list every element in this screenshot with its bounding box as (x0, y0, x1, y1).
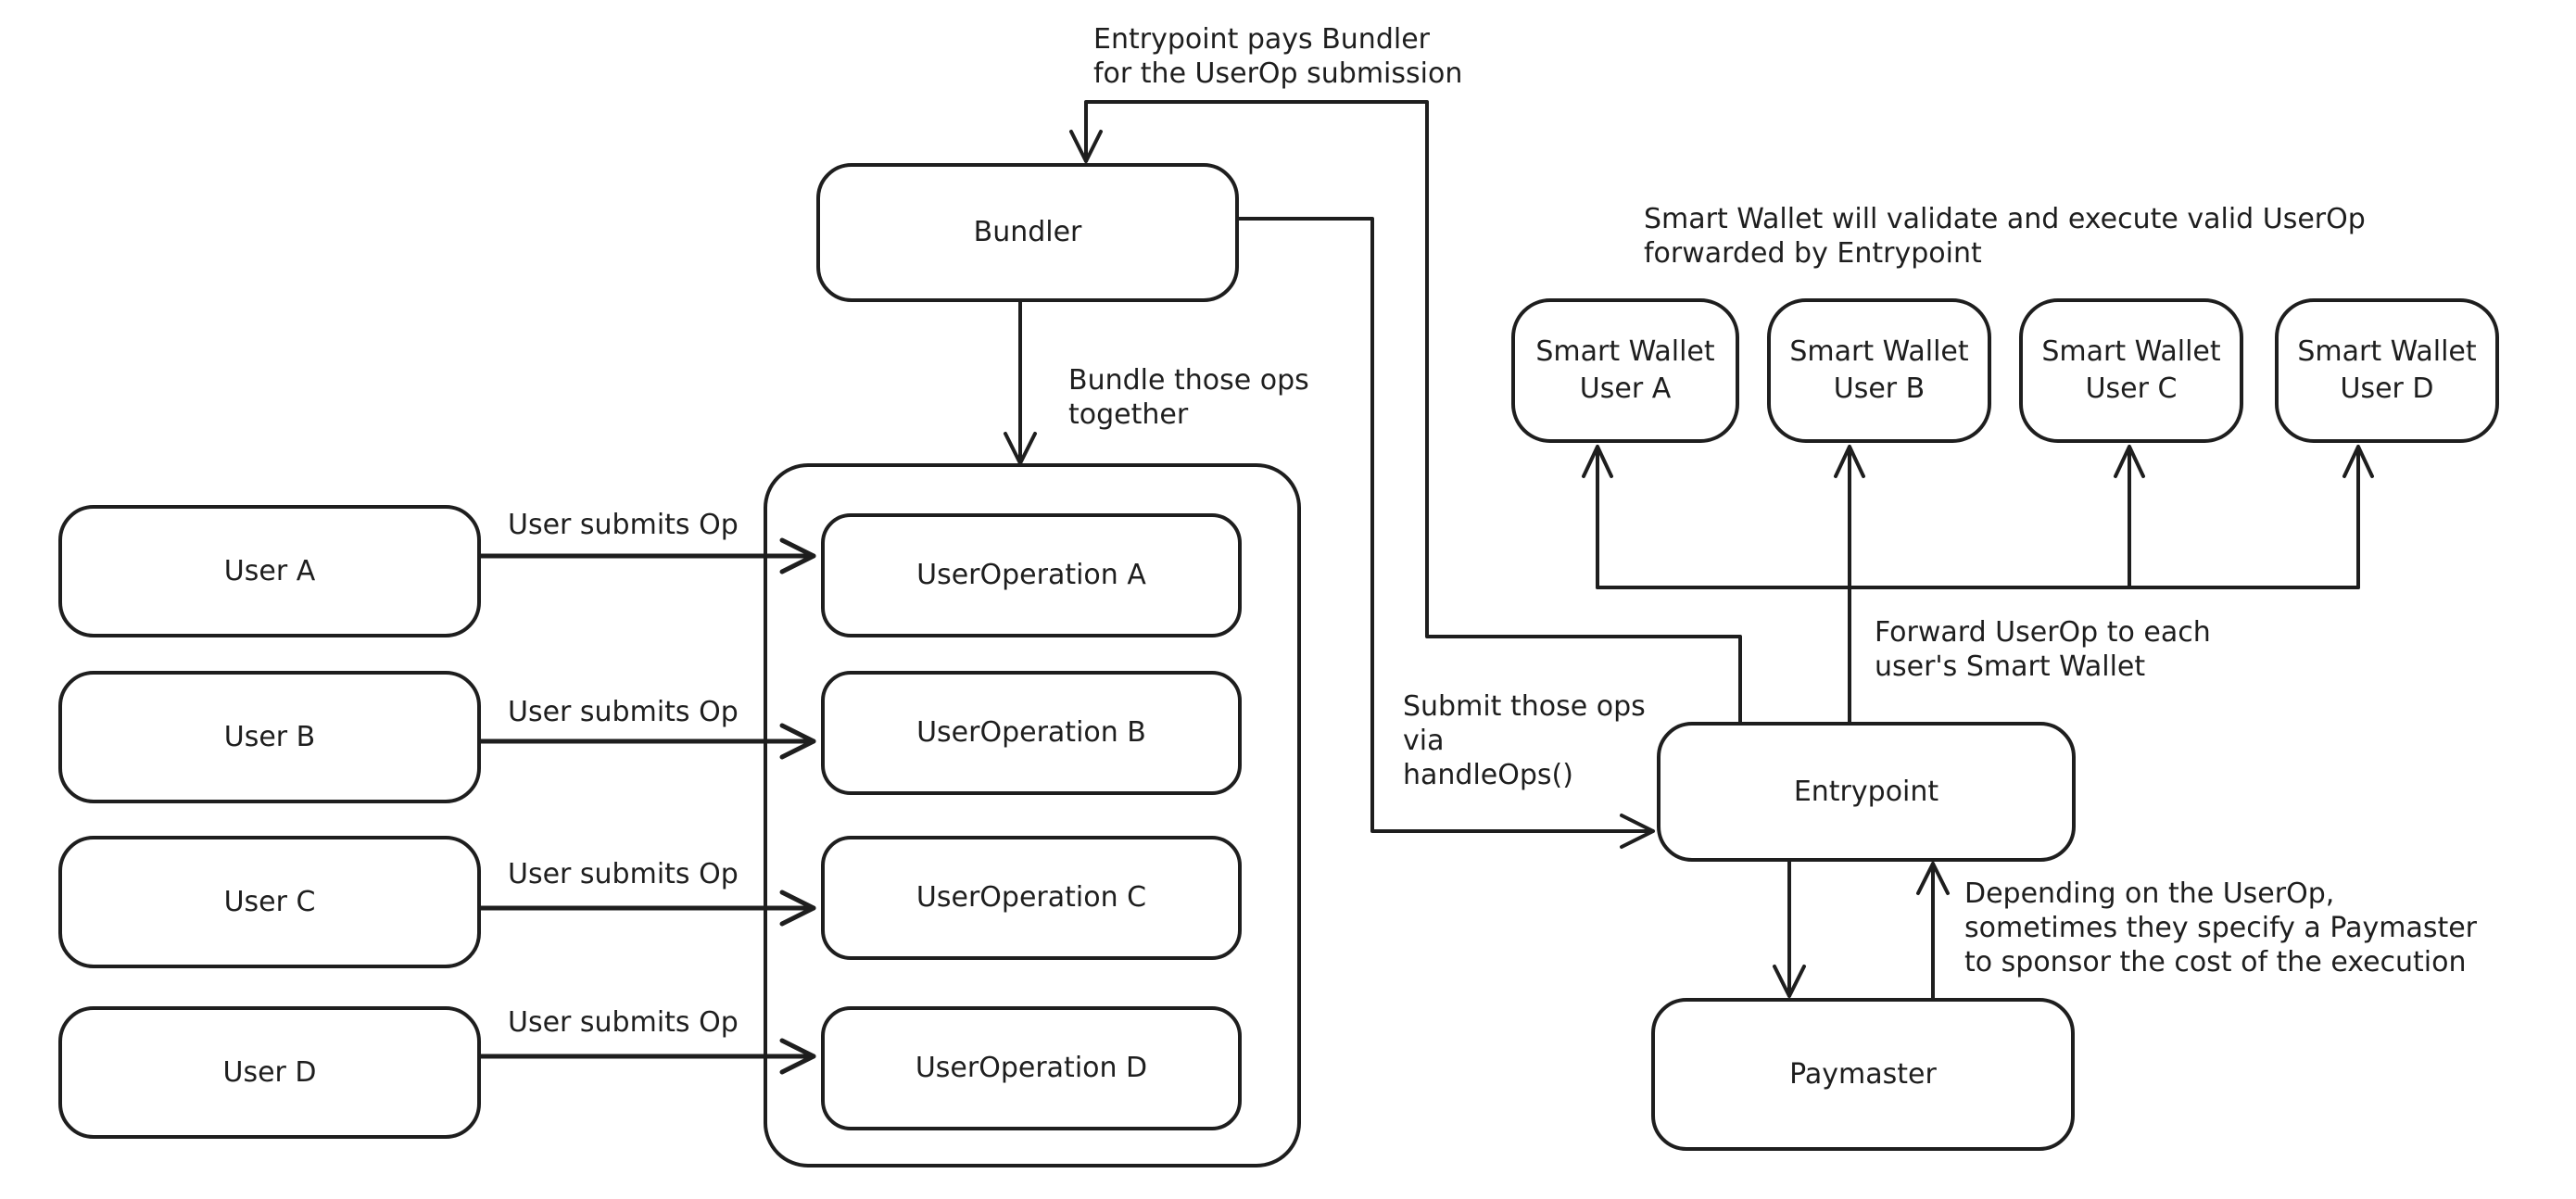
node-paymaster[interactable]: Paymaster (1651, 998, 2075, 1151)
node-useroperation-c[interactable]: UserOperation C (821, 836, 1242, 960)
node-user-b[interactable]: User B (58, 671, 481, 803)
annotation-smart-wallet-heading: Smart Wallet will validate and execute v… (1644, 203, 2366, 270)
node-smart-wallet-c[interactable]: Smart Wallet User C (2019, 298, 2243, 443)
node-useroperation-c-label: UserOperation C (915, 881, 1147, 914)
node-useroperation-a[interactable]: UserOperation A (821, 513, 1242, 637)
node-useroperation-d-label: UserOperation D (915, 1052, 1148, 1084)
node-smart-wallet-a[interactable]: Smart Wallet User A (1511, 298, 1739, 443)
node-user-c[interactable]: User C (58, 836, 481, 968)
node-user-c-label: User C (223, 885, 316, 918)
annotation-paymaster-note: Depending on the UserOp, sometimes they … (1964, 877, 2478, 978)
node-paymaster-label: Paymaster (1789, 1057, 1937, 1091)
node-entrypoint-label: Entrypoint (1793, 775, 1939, 808)
node-useroperation-b[interactable]: UserOperation B (821, 671, 1242, 795)
annotation-user-submits-op-b: User submits Op (508, 696, 739, 728)
node-user-a[interactable]: User A (58, 505, 481, 637)
node-useroperation-a-label: UserOperation A (916, 559, 1146, 591)
node-smart-wallet-a-label: Smart Wallet User A (1535, 335, 1715, 405)
node-entrypoint[interactable]: Entrypoint (1657, 722, 2076, 862)
node-user-b-label: User B (223, 720, 316, 753)
node-useroperation-d[interactable]: UserOperation D (821, 1006, 1242, 1130)
annotation-submit-via-handleops: Submit those ops via handleOps() (1403, 690, 1646, 791)
arrow-entrypoint-to-paymaster (1773, 860, 1806, 998)
annotation-bundle-those-ops: Bundle those ops together (1068, 364, 1309, 431)
node-user-a-label: User A (223, 554, 316, 587)
arrow-bundler-to-container (1004, 300, 1037, 465)
arrow-paymaster-to-entrypoint (1916, 862, 1950, 1000)
annotation-user-submits-op-c: User submits Op (508, 858, 739, 890)
node-user-d[interactable]: User D (58, 1006, 481, 1139)
node-useroperation-b-label: UserOperation B (916, 716, 1146, 749)
node-smart-wallet-b-label: Smart Wallet User B (1789, 335, 1969, 405)
annotation-forward-userop: Forward UserOp to each user's Smart Wall… (1875, 616, 2211, 683)
node-smart-wallet-b[interactable]: Smart Wallet User B (1767, 298, 1991, 443)
node-smart-wallet-d[interactable]: Smart Wallet User D (2275, 298, 2499, 443)
node-smart-wallet-c-label: Smart Wallet User C (2041, 335, 2221, 405)
node-user-d-label: User D (222, 1055, 317, 1089)
node-smart-wallet-d-label: Smart Wallet User D (2297, 335, 2477, 405)
annotation-user-submits-op-a: User submits Op (508, 509, 739, 541)
annotation-entrypoint-pays-bundler: Entrypoint pays Bundler for the UserOp s… (1093, 23, 1463, 90)
node-bundler-label: Bundler (973, 216, 1082, 248)
annotation-user-submits-op-d: User submits Op (508, 1006, 739, 1039)
node-bundler[interactable]: Bundler (816, 163, 1239, 302)
